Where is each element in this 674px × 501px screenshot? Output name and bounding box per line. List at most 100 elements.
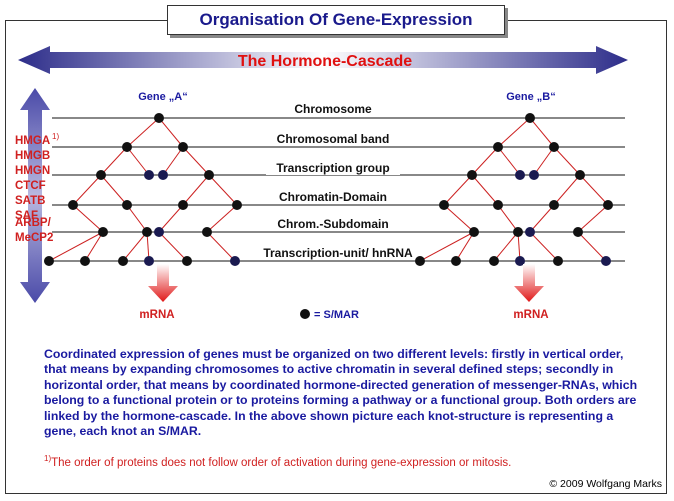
- smar-knot: [142, 227, 152, 237]
- tree-edge: [126, 204, 148, 233]
- smar-knot: [515, 256, 525, 266]
- protein-label: HMGB: [15, 150, 50, 162]
- tree-edge: [158, 117, 184, 148]
- tree-edge: [206, 204, 238, 233]
- smar-knot: [489, 256, 499, 266]
- smar-knot: [603, 200, 613, 210]
- gene-b-tree: [415, 113, 613, 266]
- smar-knot: [98, 227, 108, 237]
- tree-edge: [471, 146, 499, 176]
- protein-label: CTCF: [15, 180, 46, 192]
- tree-edge: [100, 174, 128, 206]
- protein-label: ARBP/: [15, 217, 52, 229]
- tree-edge: [577, 231, 607, 262]
- smar-knot: [467, 170, 477, 180]
- smar-legend-icon: [300, 309, 310, 319]
- smar-knot: [182, 256, 192, 266]
- smar-knot: [515, 170, 525, 180]
- footnote: 1)The order of proteins does not follow …: [44, 454, 511, 469]
- smar-knot: [573, 227, 583, 237]
- tree-edge: [122, 231, 148, 262]
- footnote-mark: 1): [44, 454, 52, 463]
- smar-knot: [96, 170, 106, 180]
- protein-list: HMGA 1) HMGB HMGN CTCF SATB SAF ARBP/ AR…: [15, 132, 59, 244]
- gene-b-label: Gene „B“: [506, 91, 556, 103]
- mrna-arrow-b: [514, 264, 544, 302]
- tree-edge: [443, 204, 475, 233]
- protein-label: SAF: [15, 210, 38, 222]
- title-box: Organisation Of Gene-Expression: [167, 5, 505, 35]
- tree-edge: [126, 146, 150, 176]
- smar-knot: [80, 256, 90, 266]
- tree-edge: [48, 231, 104, 262]
- mrna-arrow-a: [148, 264, 178, 302]
- tree-edge: [72, 204, 104, 233]
- description-text: Coordinated expression of genes must be …: [44, 347, 638, 439]
- smar-knot: [529, 170, 539, 180]
- tree-edge: [182, 146, 210, 176]
- smar-knot: [549, 200, 559, 210]
- tree-edge: [443, 174, 473, 206]
- level-label-domain: Chromatin-Domain: [279, 190, 387, 204]
- smar-knot: [232, 200, 242, 210]
- tree-edge: [419, 231, 475, 262]
- level-label-subdomain: Chrom.-Subdomain: [277, 217, 388, 231]
- level-label-band: Chromosomal band: [277, 132, 390, 146]
- level-label-chromosome: Chromosome: [294, 102, 372, 116]
- tree-edge: [497, 117, 531, 148]
- tree-edge: [126, 117, 160, 148]
- smar-knot: [513, 227, 523, 237]
- tree-edge: [455, 231, 475, 262]
- smar-legend-label: = S/MAR: [314, 309, 359, 321]
- smar-knot: [178, 200, 188, 210]
- protein-label: HMGN: [15, 165, 50, 177]
- cascade-label: The Hormone-Cascade: [238, 53, 412, 70]
- tree-edge: [100, 146, 128, 176]
- smar-knot: [493, 142, 503, 152]
- copyright: © 2009 Wolfgang Marks: [549, 478, 662, 490]
- smar-knot: [493, 200, 503, 210]
- tree-edge: [529, 204, 555, 233]
- smar-knot: [144, 170, 154, 180]
- smar-knot: [144, 256, 154, 266]
- tree-edge: [579, 174, 609, 206]
- protein-label: HMGA: [15, 135, 50, 147]
- tree-edge: [206, 231, 236, 262]
- smar-knot: [439, 200, 449, 210]
- tree-edge: [471, 174, 499, 206]
- tree-edge: [162, 146, 184, 176]
- smar-knot: [525, 227, 535, 237]
- mrna-label-a: mRNA: [139, 309, 174, 321]
- smar-knot: [230, 256, 240, 266]
- tree-edge: [497, 204, 519, 233]
- smar-knot: [575, 170, 585, 180]
- smar-knot: [154, 227, 164, 237]
- smar-knot: [44, 256, 54, 266]
- smar-knot: [68, 200, 78, 210]
- smar-knot: [525, 113, 535, 123]
- tree-edge: [553, 174, 581, 206]
- smar-knot: [601, 256, 611, 266]
- smar-knot: [415, 256, 425, 266]
- level-label-unit: Transcription-unit/ hnRNA: [263, 246, 413, 260]
- smar-knot: [178, 142, 188, 152]
- smar-knot: [202, 227, 212, 237]
- tree-edge: [497, 146, 521, 176]
- tree-edge: [182, 174, 210, 206]
- tree-edge: [158, 204, 184, 233]
- smar-knot: [469, 227, 479, 237]
- mrna-label-b: mRNA: [513, 309, 548, 321]
- gene-a-label: Gene „A“: [138, 91, 188, 103]
- tree-edge: [493, 231, 519, 262]
- level-label-group: Transcription group: [276, 161, 389, 175]
- smar-knot: [154, 113, 164, 123]
- protein-footnote-mark: 1): [52, 132, 59, 141]
- smar-knot: [118, 256, 128, 266]
- smar-knot: [549, 142, 559, 152]
- smar-knot: [122, 142, 132, 152]
- gene-a-tree: [44, 113, 242, 266]
- footnote-text: The order of proteins does not follow or…: [51, 456, 512, 469]
- vertical-order-arrow: [20, 88, 50, 303]
- tree-edge: [529, 231, 559, 262]
